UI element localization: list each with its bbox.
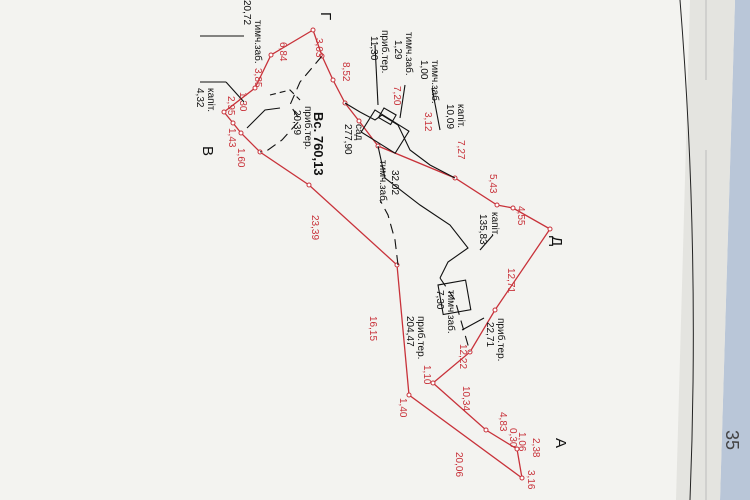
feature-labels: Вс. 760,13 сад 277,90 капіт. 135,83 капі… [194, 0, 507, 361]
length-label: 7,20 [391, 86, 402, 106]
boundary-vertices [221, 27, 553, 481]
point-label-d: Д [548, 236, 565, 246]
length-label: 3,85 [252, 68, 263, 88]
tymch-top1-area: 1,00 [418, 60, 429, 80]
length-label: 20,06 [453, 452, 464, 477]
length-label: 4,83 [497, 412, 508, 432]
length-label: 2,95 [225, 96, 236, 116]
length-label: 1,43 [226, 128, 237, 148]
tymch-left-area: 20,72 [241, 0, 252, 25]
length-label: 10,34 [460, 386, 471, 411]
tymch-mid-name: тимч.заб. [445, 290, 457, 334]
prib-mid-area: 22,71 [484, 322, 495, 347]
tymch-top2-name: тимч.заб. [403, 32, 415, 76]
length-label: 3,12 [422, 112, 433, 132]
prib-bottom-name: приб.тер. [415, 316, 427, 359]
point-label-v: В [199, 146, 216, 156]
sad-name: сад [353, 124, 364, 141]
page-number: 35 [722, 430, 742, 450]
tymch-mid-area: 7,30 [434, 290, 445, 310]
point-letters: А В Г Д [199, 12, 569, 448]
sad-area: 277,90 [342, 124, 353, 155]
length-label: 1,10 [421, 365, 432, 385]
length-label: 2,38 [530, 438, 541, 458]
length-label: 8,52 [340, 62, 351, 82]
prib-bottom-area: 204,47 [404, 316, 415, 347]
prib-left-area: 20,39 [291, 110, 302, 135]
tymch-big-name: тимч.заб. [377, 160, 389, 204]
length-label: 16,15 [367, 316, 378, 341]
prib-top-name: приб.тер. [379, 30, 391, 73]
length-label: 7,27 [455, 140, 466, 160]
length-label: 1,06 [516, 432, 527, 452]
length-label: 1,30 [237, 92, 248, 112]
length-label: 1,60 [235, 148, 246, 168]
parcel-total-area: Вс. 760,13 [311, 112, 326, 176]
length-label: 12,22 [457, 344, 468, 369]
kap-small-name: капіт. [455, 104, 466, 128]
length-label: 3,16 [525, 470, 536, 490]
length-label: 6,84 [277, 42, 288, 62]
kap-left-area: 4,32 [194, 88, 205, 108]
kap-main-name: капіт. [489, 212, 500, 236]
sheet-frame-line [679, 0, 694, 500]
kap-small-area: 10,09 [444, 104, 455, 129]
prib-mid-name: приб.тер. [495, 318, 507, 361]
tymch-big-area: 32,02 [389, 170, 400, 195]
tymch-left-name: тимч.заб. [252, 20, 264, 64]
kap-main-area: 135,83 [477, 214, 488, 245]
length-label: 12,71 [505, 268, 516, 293]
boundary-lengths: 3,03 6,84 3,85 1,30 2,95 1,43 1,60 8,52 … [225, 38, 541, 490]
length-label: 0,30 [507, 428, 518, 448]
point-label-g: Г [317, 12, 334, 20]
length-label: 1,40 [397, 398, 408, 418]
length-label: 4,55 [515, 206, 526, 226]
length-label: 5,43 [487, 174, 498, 194]
prib-top-area: 11,30 [368, 36, 379, 61]
tymch-top2-area: 1,29 [392, 40, 403, 60]
kap-left-name: капіт. [205, 88, 216, 112]
structures [200, 35, 494, 353]
length-label: 23,39 [309, 215, 320, 240]
length-label: 3,03 [313, 38, 324, 58]
point-label-a: А [552, 438, 569, 448]
tymch-top1-name: тимч.заб. [429, 60, 441, 104]
prib-left-name: приб.тер. [302, 106, 314, 149]
